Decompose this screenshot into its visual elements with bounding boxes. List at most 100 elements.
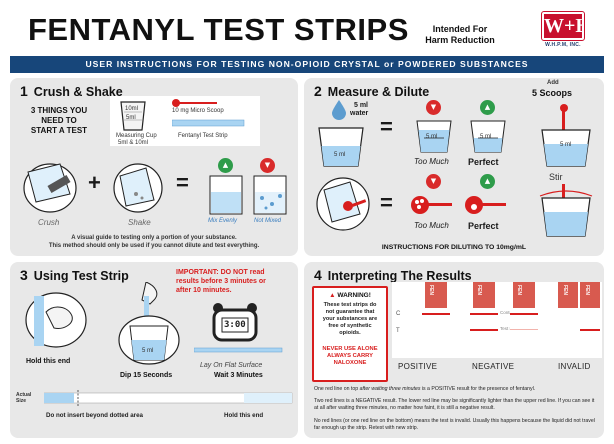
hold-end-bottom-label: Hold this end: [224, 412, 264, 419]
dilution-instructions: INSTRUCTIONS FOR DILUTING TO 10mg/mL: [381, 244, 527, 251]
too-much-cup-mark: 5 ml: [426, 134, 438, 140]
perfect-cup-icon: [470, 120, 506, 153]
three-things-line-1: 3 THINGS YOU: [30, 106, 88, 115]
timer-display: 3:00: [224, 320, 246, 330]
water-drop-icon: [332, 100, 346, 120]
dip-strip-icon: [118, 282, 180, 365]
micro-scoop-label: 10 mg Micro Scoop: [172, 108, 224, 114]
measuring-cup-icon: [120, 101, 146, 131]
water-label-line-1: 5 ml: [354, 102, 369, 109]
important-line-1: IMPORTANT: DO NOT read: [176, 269, 265, 276]
important-line-3: after 10 minutes.: [176, 287, 232, 294]
tagline-line-1: Intended For: [432, 24, 488, 34]
invalid-strip-1: FEN: [558, 282, 578, 358]
mix-evenly-label: Mix Evenly: [208, 218, 238, 224]
positive-explanation: One red line on top after waiting three …: [314, 386, 596, 393]
important-warning: IMPORTANT: DO NOT read results before 3 …: [176, 268, 266, 295]
cup-mark-10ml: 10ml: [125, 106, 139, 112]
lay-flat-label: Lay On Flat Surface: [200, 362, 263, 369]
equals-sign-1: =: [380, 114, 393, 139]
c-marker: C: [396, 311, 401, 317]
positive-label: POSITIVE: [398, 362, 438, 371]
logo-text: W.H.P.M, INC.: [545, 42, 581, 48]
warning-triangle-icon: ▲: [329, 292, 336, 299]
water-cup-icon: [318, 127, 364, 167]
positive-strip: FEN: [422, 282, 450, 358]
five-scoops-label: 5 Scoops: [532, 88, 573, 98]
invalid-label: INVALID: [558, 362, 591, 371]
panel-3-number: 3: [20, 267, 28, 283]
positive-text-b: after waiting three minutes: [359, 386, 421, 392]
panel-1-number: 1: [20, 83, 28, 99]
warning-line-4: free of synthetic: [328, 323, 372, 329]
equals-sign: =: [176, 170, 189, 195]
invalid-strip-2-label: FEN: [584, 285, 590, 295]
panel-3-title-text: Using Test Strip: [33, 269, 129, 283]
negative-1-test-line: [470, 329, 498, 331]
company-logo: W+H W.H.P.M, INC.: [536, 11, 591, 52]
dip-cup-mark: 5 ml: [142, 348, 154, 354]
three-things-line-3: START A TEST: [30, 126, 88, 135]
negative-strip-1-label: FEN: [476, 285, 482, 295]
negative-strip-1: FEN: [470, 282, 498, 358]
never-line-1: NEVER USE ALONE: [322, 346, 378, 352]
water-label: 5 ml water: [350, 102, 368, 118]
warning-line-5: opioids.: [339, 330, 361, 336]
panel-4-number: 4: [314, 267, 322, 283]
thumbs-up-icon: [480, 100, 495, 115]
cup-mark-5ml: 5ml: [126, 115, 136, 121]
negative-strip-2-head: [513, 282, 535, 308]
not-mixed-bag-icon: [253, 175, 287, 215]
invalid-strip-2-head: [580, 282, 600, 308]
water-label-line-2: water: [350, 110, 369, 117]
too-much-cup-icon: [416, 120, 452, 153]
shake-label: Shake: [128, 218, 151, 227]
invalid-bottom-line: [580, 329, 600, 331]
invalid-strip-1-head: [558, 282, 578, 308]
positive-strip-head: [425, 282, 447, 308]
cup-label-line-1: Measuring Cup: [116, 133, 157, 139]
plus-sign: +: [88, 170, 101, 195]
shake-bag-icon: [113, 163, 163, 213]
scoop-into-cup-icon: [541, 104, 591, 167]
tagline: Intended For Harm Reduction: [404, 24, 516, 46]
thumbs-down-icon: [260, 158, 275, 173]
perfect-label-2: Perfect: [468, 221, 499, 231]
panel-2-number: 2: [314, 83, 322, 99]
hold-strip-icon: [25, 292, 87, 348]
test-strip-icon: [172, 119, 245, 127]
thumbs-down-icon: [426, 174, 441, 189]
warning-line-3: your substances are: [322, 316, 378, 322]
positive-text-a: One red line on top: [314, 386, 360, 392]
scoop-cup-mark: 5 ml: [560, 142, 572, 148]
three-things-line-2: NEED TO: [41, 116, 77, 125]
alarm-clock-icon: [212, 303, 258, 342]
panel-2-title-text: Measure & Dilute: [327, 85, 430, 99]
actual-size-label: Actual Size: [16, 392, 31, 404]
warning-box: ▲ WARNING! These test strips do not guar…: [312, 286, 388, 382]
stir-cup-icon: [539, 184, 593, 237]
never-line-2: ALWAYS CARRY: [327, 353, 373, 359]
too-much-label-1: Too Much: [414, 157, 449, 166]
invalid-explanation: No red lines (or one red line on the bot…: [314, 418, 595, 431]
negative-strip-2: FEN: [510, 282, 538, 358]
negative-explanation: Two red lines is a NEGATIVE result. The …: [314, 398, 595, 411]
strip-label: Fentanyl Test Strip: [178, 133, 228, 139]
warning-line-1: These test strips do: [323, 302, 377, 308]
t-marker: T: [396, 328, 400, 334]
test-line-label: Test Line: [500, 326, 519, 331]
micro-scoop-icon: [172, 99, 217, 107]
note-line-1: A visual guide to testing only a portion…: [71, 235, 237, 241]
panel-using-test-strip: 3 Using Test Strip IMPORTANT: DO NOT read…: [10, 262, 298, 438]
panel-measure-dilute: 2 Measure & Dilute Add 5 Scoops 5 ml wate…: [304, 78, 604, 256]
visual-guide-note: A visual guide to testing only a portion…: [10, 234, 298, 250]
tagline-line-2: Harm Reduction: [425, 35, 495, 45]
add-label: Add: [547, 80, 559, 86]
negative-label: NEGATIVE: [472, 362, 515, 371]
panel-2-title: 2 Measure & Dilute: [314, 83, 429, 99]
actual-size-strip: [44, 390, 293, 406]
instructions-banner: USER INSTRUCTIONS FOR TESTING NON-OPIOID…: [10, 56, 604, 73]
